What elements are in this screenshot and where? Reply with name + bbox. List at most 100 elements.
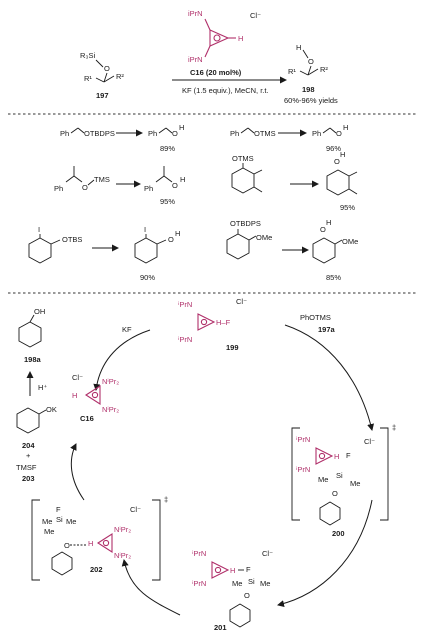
svg-text:OMe: OMe bbox=[342, 237, 358, 246]
label-c16: C16 bbox=[80, 414, 94, 423]
yield-example-2: 96% bbox=[326, 144, 341, 153]
svg-text:O: O bbox=[320, 225, 326, 234]
svg-text:O: O bbox=[336, 129, 342, 138]
label-198a: 198a bbox=[24, 355, 42, 364]
svg-text:H: H bbox=[340, 150, 345, 159]
svg-text:O: O bbox=[82, 183, 88, 192]
svg-text:F: F bbox=[246, 565, 251, 574]
svg-text:‡: ‡ bbox=[164, 495, 168, 504]
svg-text:OTBDPS: OTBDPS bbox=[84, 129, 115, 138]
transition-state-200: ‡ ⁱPrN ⁱPrN H F Cl⁻ Me Si Me O 200 bbox=[291, 423, 396, 538]
product-r1: R¹ bbox=[288, 67, 296, 76]
phenoxide-204: OK 204 + TMSF 203 bbox=[16, 405, 57, 483]
svg-text:Cl⁻: Cl⁻ bbox=[364, 437, 375, 446]
svg-text:O: O bbox=[168, 235, 174, 244]
svg-text:Me: Me bbox=[318, 475, 328, 484]
svg-text:NⁱPr₂: NⁱPr₂ bbox=[114, 551, 131, 560]
complex-201: ⁱPrN ⁱPrN H F Cl⁻ Me Si Me O 201 bbox=[192, 549, 273, 632]
phenol-198a: OH 198a bbox=[18, 307, 45, 364]
label-197a: 197a bbox=[318, 325, 336, 334]
reactant-label: 197 bbox=[96, 91, 109, 100]
svg-text:Me: Me bbox=[66, 517, 76, 526]
svg-text:‡: ‡ bbox=[392, 423, 396, 432]
svg-text:Si: Si bbox=[56, 515, 63, 524]
catalyst-c16: iPrN Cl⁻ H iPrN C16 (20 mol%) bbox=[188, 9, 261, 77]
svg-text:NⁱPr₂: NⁱPr₂ bbox=[102, 377, 119, 386]
label-201: 201 bbox=[214, 623, 227, 632]
yield-example-5: 90% bbox=[140, 273, 155, 282]
svg-text:Ph: Ph bbox=[148, 129, 157, 138]
catalyst-iprn-top: iPrN bbox=[188, 9, 203, 18]
example-3: Ph O TMS Ph O H 95% bbox=[54, 166, 185, 206]
yield-example-3: 95% bbox=[160, 197, 175, 206]
svg-text:OH: OH bbox=[34, 307, 45, 316]
catalytic-cycle: OH 198a H⁺ OK 204 + TMSF 203 KF ⁱPrN ⁱPr… bbox=[16, 297, 396, 632]
svg-text:H: H bbox=[230, 566, 235, 575]
yield-range: 60%-96% yields bbox=[284, 96, 338, 105]
svg-text:Ph: Ph bbox=[144, 184, 153, 193]
svg-text:Si: Si bbox=[248, 577, 255, 586]
example-6: OTBDPS OMe O H OMe 85% bbox=[226, 218, 358, 282]
svg-text:Si: Si bbox=[336, 471, 343, 480]
label-199: 199 bbox=[226, 343, 239, 352]
svg-text:NⁱPr₂: NⁱPr₂ bbox=[114, 525, 131, 534]
reaction-conditions: KF (1.5 equiv.), MeCN, r.t. bbox=[182, 86, 269, 95]
svg-text:Me: Me bbox=[350, 479, 360, 488]
proton: H⁺ bbox=[38, 383, 47, 392]
svg-text:O: O bbox=[172, 181, 178, 190]
svg-text:+: + bbox=[26, 451, 31, 460]
svg-text:NⁱPr₂: NⁱPr₂ bbox=[102, 405, 119, 414]
yield-example-4: 95% bbox=[340, 203, 355, 212]
svg-text:F: F bbox=[346, 451, 351, 460]
catalyst-label: C16 (20 mol%) bbox=[190, 68, 242, 77]
reactant-r1: R¹ bbox=[84, 74, 92, 83]
svg-text:Ph: Ph bbox=[312, 129, 321, 138]
example-2: Ph OTMS Ph O H 96% bbox=[230, 123, 348, 153]
product-r2: R² bbox=[320, 65, 328, 74]
svg-text:OMe: OMe bbox=[256, 233, 272, 242]
catalyst-anion: Cl⁻ bbox=[250, 11, 261, 20]
svg-text:TMSF: TMSF bbox=[16, 463, 37, 472]
label-203: 203 bbox=[22, 474, 35, 483]
svg-text:Cl⁻: Cl⁻ bbox=[72, 373, 83, 382]
svg-text:OTMS: OTMS bbox=[232, 154, 254, 163]
svg-text:H: H bbox=[343, 123, 348, 132]
svg-text:Ph: Ph bbox=[230, 129, 239, 138]
svg-text:Me: Me bbox=[44, 527, 54, 536]
substrate-197a: PhOTMS bbox=[300, 313, 331, 322]
svg-text:H: H bbox=[180, 175, 185, 184]
svg-text:ⁱPrN: ⁱPrN bbox=[192, 579, 206, 588]
svg-text:ⁱPrN: ⁱPrN bbox=[192, 549, 206, 558]
reactant-silyl-group: R₃Si bbox=[80, 51, 95, 60]
kf-reagent: KF bbox=[122, 325, 132, 334]
svg-text:ⁱPrN: ⁱPrN bbox=[296, 435, 310, 444]
svg-text:H: H bbox=[72, 391, 77, 400]
svg-text:Me: Me bbox=[260, 579, 270, 588]
reactant-r2: R² bbox=[116, 72, 124, 81]
svg-text:Me: Me bbox=[42, 517, 52, 526]
general-reaction: iPrN Cl⁻ H iPrN C16 (20 mol%) KF (1.5 eq… bbox=[80, 9, 338, 105]
positive-charge-icon bbox=[213, 34, 221, 42]
svg-text:Cl⁻: Cl⁻ bbox=[130, 505, 141, 514]
label-202: 202 bbox=[90, 565, 103, 574]
svg-text:OTBS: OTBS bbox=[62, 235, 82, 244]
svg-text:H: H bbox=[334, 452, 339, 461]
svg-text:O: O bbox=[334, 157, 340, 166]
yield-example-1: 89% bbox=[160, 144, 175, 153]
example-4: OTMS O H 95% bbox=[231, 150, 358, 212]
transition-state-202: ‡ F Me Si Me Me O H NⁱPr₂ NⁱPr₂ Cl⁻ 202 bbox=[31, 495, 168, 581]
svg-text:OTMS: OTMS bbox=[254, 129, 276, 138]
svg-text:ⁱPrN: ⁱPrN bbox=[178, 300, 192, 309]
product-h: H bbox=[296, 43, 301, 52]
svg-text:ⁱPrN: ⁱPrN bbox=[296, 465, 310, 474]
svg-text:OTBDPS: OTBDPS bbox=[230, 219, 261, 228]
label-200: 200 bbox=[332, 529, 345, 538]
svg-text:I: I bbox=[144, 225, 146, 234]
svg-text:H: H bbox=[179, 123, 184, 132]
svg-text:O: O bbox=[332, 489, 338, 498]
product-oxygen: O bbox=[308, 57, 314, 66]
catalyst-c16-cycle: Cl⁻ H NⁱPr₂ NⁱPr₂ C16 bbox=[72, 373, 119, 423]
svg-text:O: O bbox=[244, 591, 250, 600]
reactant-oxygen: O bbox=[104, 64, 110, 73]
